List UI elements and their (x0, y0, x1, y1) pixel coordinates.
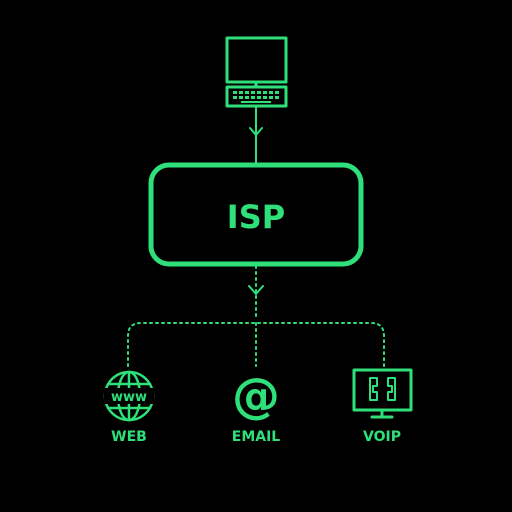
voip-monitor-icon (352, 368, 413, 419)
at-sign-icon: @ (232, 368, 280, 424)
web-label: WEB (111, 429, 147, 445)
service-bus-connector (127, 322, 385, 367)
isp-node-box (148, 162, 364, 267)
down-arrow-icon (248, 285, 264, 295)
svg-text:www: www (111, 390, 147, 405)
email-label: EMAIL (232, 429, 281, 445)
isp-label: ISP (227, 198, 285, 236)
desktop-computer-icon (225, 36, 288, 108)
svg-text:@: @ (232, 368, 280, 424)
voip-label: VOIP (363, 429, 401, 445)
computer-to-isp-connector (249, 105, 263, 165)
www-globe-icon: www (103, 370, 155, 422)
